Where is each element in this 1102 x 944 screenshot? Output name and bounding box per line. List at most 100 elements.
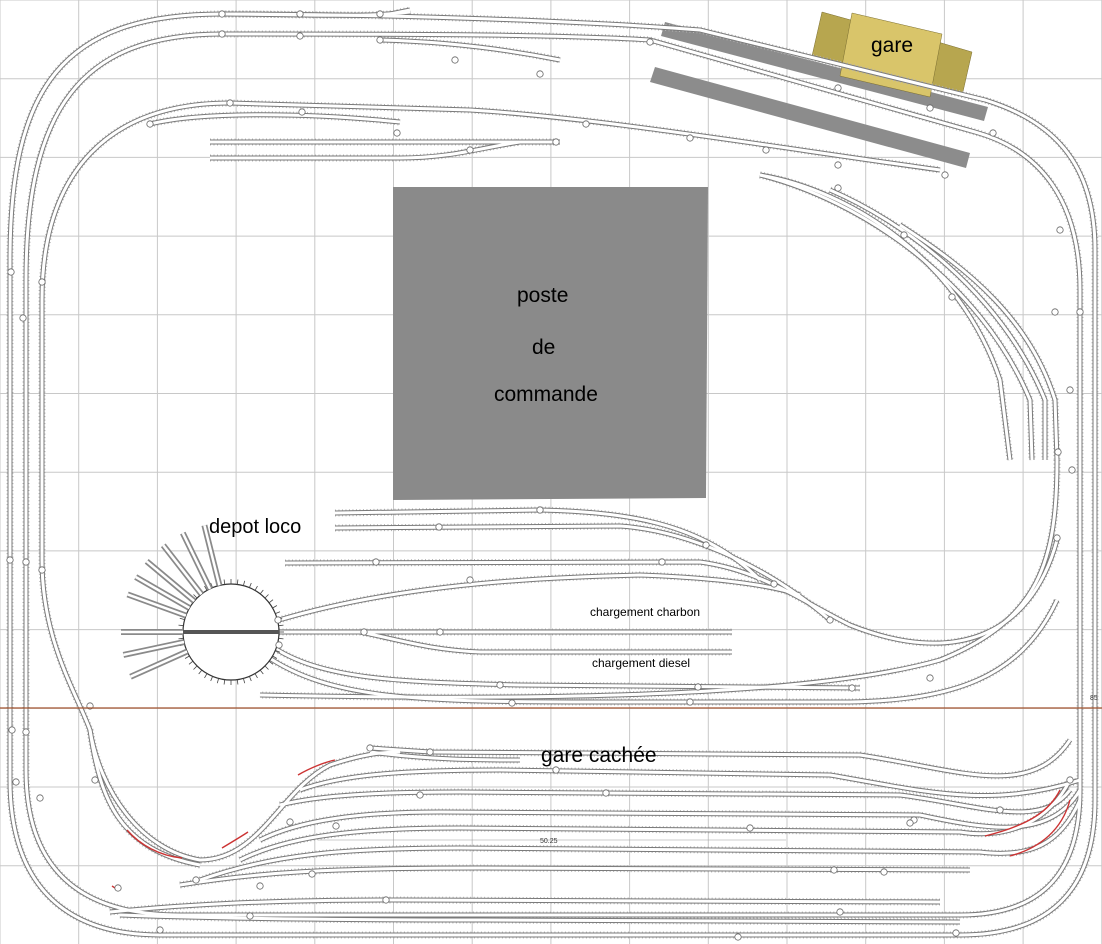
track-bed [8, 8, 1097, 937]
engine-stall-gauge [129, 650, 188, 678]
turnout-marker [360, 628, 368, 636]
turnout-marker [192, 876, 200, 884]
turnout-marker [602, 789, 610, 797]
turnout-marker [702, 541, 710, 549]
track-gauge-7 [149, 113, 401, 126]
turnout-marker [536, 70, 544, 78]
turnout-marker [694, 683, 702, 691]
track-gauge-6 [229, 101, 941, 172]
turntable-tick [254, 673, 258, 679]
track-gauge-28 [239, 779, 1072, 862]
turnout-marker [552, 138, 560, 146]
turnout-marker [646, 38, 654, 46]
turnout-marker [686, 698, 694, 706]
track-gauge-0 [8, 12, 1097, 937]
track-gauge-9 [210, 140, 521, 160]
turnout-marker [1053, 534, 1061, 542]
turntable-tick [259, 589, 264, 595]
engine-stall-gauge [127, 593, 187, 617]
gradient-marker-0 [297, 759, 336, 776]
platform-upper [661, 22, 988, 121]
turnout-marker [1054, 448, 1062, 456]
turnout-marker [146, 120, 154, 128]
turntable-tick [278, 624, 284, 627]
engine-stall-gauge [123, 640, 185, 657]
turnout-marker [91, 776, 99, 784]
turntable [121, 524, 284, 685]
turntable-tick [243, 678, 246, 684]
station-label: gare [871, 34, 914, 57]
turnout-marker [308, 870, 316, 878]
turnout-marker [36, 794, 44, 802]
track-gauge-23 [369, 739, 1072, 778]
turntable-tick [204, 673, 208, 679]
measure-label: 50.25 [540, 838, 558, 845]
diesel-loading-label: chargement diesel [592, 656, 691, 670]
turnout-marker [826, 616, 834, 624]
turnout-marker [426, 748, 434, 756]
track-rail-2 [39, 100, 231, 868]
turntable-tick [204, 585, 208, 591]
turnout-marker [372, 558, 380, 566]
track-gauge-31 [109, 898, 941, 914]
turntable-tick [178, 637, 184, 640]
turnout-marker [298, 108, 306, 116]
turnout-marker [296, 32, 304, 40]
track-gauge-17 [284, 539, 1059, 645]
track-rail-5 [379, 37, 561, 63]
turnout-marker [393, 129, 401, 137]
track-gauge-33 [88, 729, 401, 862]
turntable-tick [236, 579, 239, 585]
turntable-tick [254, 585, 258, 591]
depot-label: depot loco [209, 516, 302, 538]
edge-marker-label: 85 [1090, 695, 1098, 702]
turntable-tick [275, 650, 281, 653]
turnout-marker [996, 806, 1004, 814]
track-gauge-27 [259, 789, 1082, 842]
turntable-tick [179, 617, 185, 620]
track-gauge-29 [199, 799, 1082, 882]
track-gauge-18 [278, 573, 801, 622]
turnout-marker [382, 896, 390, 904]
turnout-marker [496, 681, 504, 689]
turntable-tick [223, 679, 226, 685]
engine-stall-gauge [181, 532, 212, 590]
turnout-marker [466, 576, 474, 584]
engine-stall-gauge [162, 544, 203, 595]
turnout-marker [274, 616, 282, 624]
turnout-marker [880, 868, 888, 876]
turnout-marker [376, 10, 384, 18]
turnout-marker [941, 171, 949, 179]
gradient-markers [111, 759, 1071, 891]
track-gauge-14 [259, 459, 1059, 699]
turnout-marker [246, 912, 254, 920]
turnout-marker [436, 628, 444, 636]
track-gauge-20 [359, 630, 732, 654]
turntable-tick [236, 679, 239, 685]
turntable-tick [272, 605, 278, 609]
turnout-marker [926, 674, 934, 682]
turnout-marker [900, 231, 908, 239]
turnout-marker [834, 184, 842, 192]
turnout-marker [1066, 776, 1074, 784]
track-gauge-21 [269, 643, 861, 690]
turnout-marker [848, 684, 856, 692]
turntable-tick [268, 599, 274, 604]
turnout-marker [952, 929, 960, 937]
turntable-tick [249, 582, 252, 588]
track-sleepers-12 [828, 186, 1049, 460]
track-gauge-32 [119, 913, 961, 924]
turnout-marker [7, 268, 15, 276]
turnout-marker [6, 556, 14, 564]
track-gauge-5 [379, 38, 561, 62]
track-sleepers-11 [759, 171, 1036, 461]
coal-loading-label: chargement charbon [590, 605, 701, 619]
track-gauge-24 [369, 750, 521, 762]
turntable-tick [264, 594, 269, 599]
turntable-tick [188, 660, 194, 665]
turnout-marker [416, 791, 424, 799]
turntable-tick [259, 669, 264, 675]
turntable-tick [272, 655, 278, 659]
